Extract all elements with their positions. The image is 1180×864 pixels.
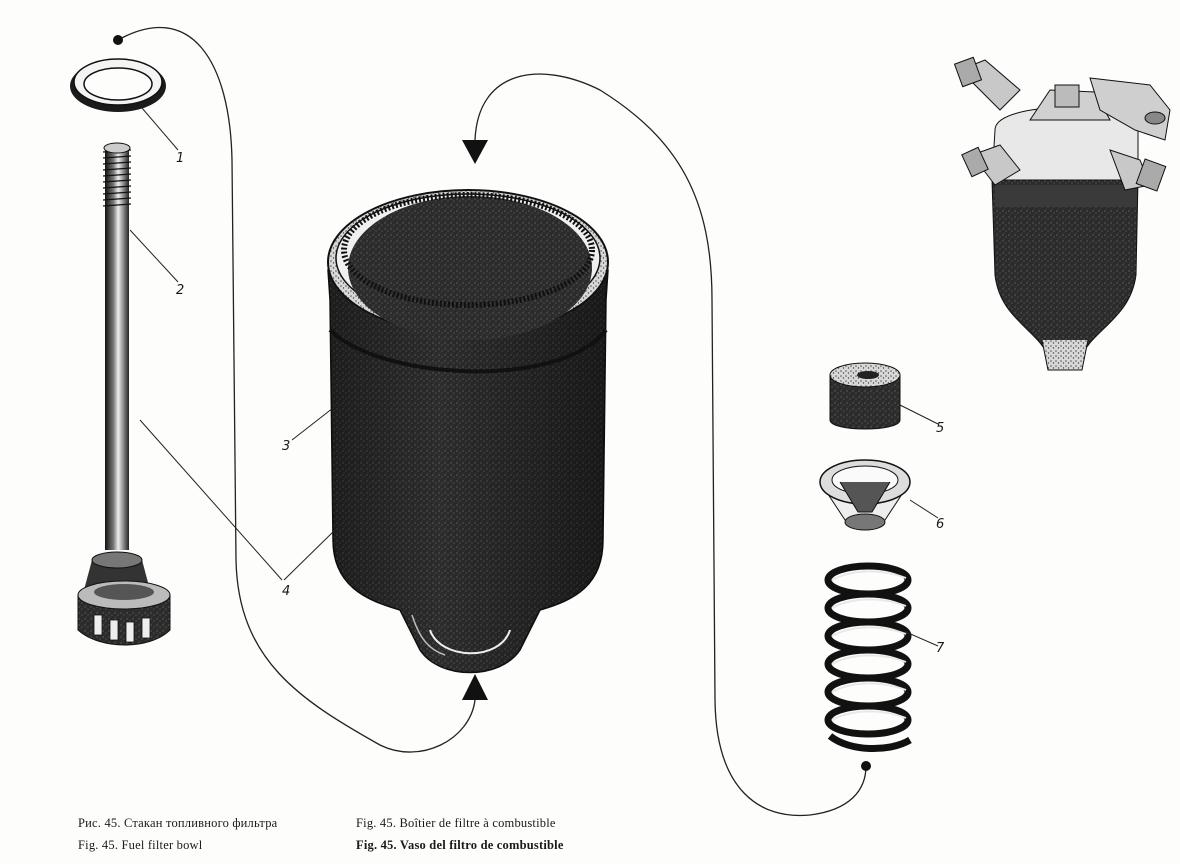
assembled-fuel-filter — [953, 56, 1171, 371]
leader-line-1 — [141, 107, 179, 151]
part-1-sealing-ring — [70, 58, 166, 112]
callout-3: 3 — [282, 439, 290, 454]
part-3-filter-bowl — [327, 189, 609, 674]
leader-line-4b — [283, 529, 336, 581]
part-7-spring — [824, 562, 912, 752]
assembly-path-right — [474, 73, 867, 817]
part-2-central-rod — [77, 142, 171, 646]
arrow-down-icon — [462, 140, 488, 164]
callout-2: 2 — [176, 283, 184, 298]
path-start-dot-left — [113, 35, 123, 45]
leader-line-5 — [899, 404, 939, 425]
leader-line-4a — [139, 419, 283, 581]
callout-1: 1 — [176, 151, 184, 166]
callout-7: 7 — [936, 641, 945, 656]
caption-french: Fig. 45. Boîtier de filtre à combustible — [356, 816, 556, 830]
leader-line-6 — [909, 499, 939, 519]
leader-line-7 — [905, 631, 939, 647]
caption-spanish: Fig. 45. Vaso del filtro de combustible — [356, 838, 564, 852]
callout-5: 5 — [936, 421, 944, 436]
arrow-up-icon — [462, 674, 488, 700]
part-5-filter-element — [829, 362, 901, 430]
caption-russian: Рис. 45. Стакан топливного фильтра — [78, 816, 278, 830]
callout-6: 6 — [936, 517, 944, 532]
leader-line-3 — [291, 407, 334, 441]
callout-4: 4 — [282, 584, 290, 599]
assembly-path-left — [117, 27, 476, 753]
path-end-dot-right — [861, 761, 871, 771]
spring-highlights — [831, 570, 907, 721]
caption-english: Fig. 45. Fuel filter bowl — [78, 838, 203, 852]
part-6-cone-cup — [819, 459, 911, 531]
leader-line-2 — [129, 229, 179, 283]
